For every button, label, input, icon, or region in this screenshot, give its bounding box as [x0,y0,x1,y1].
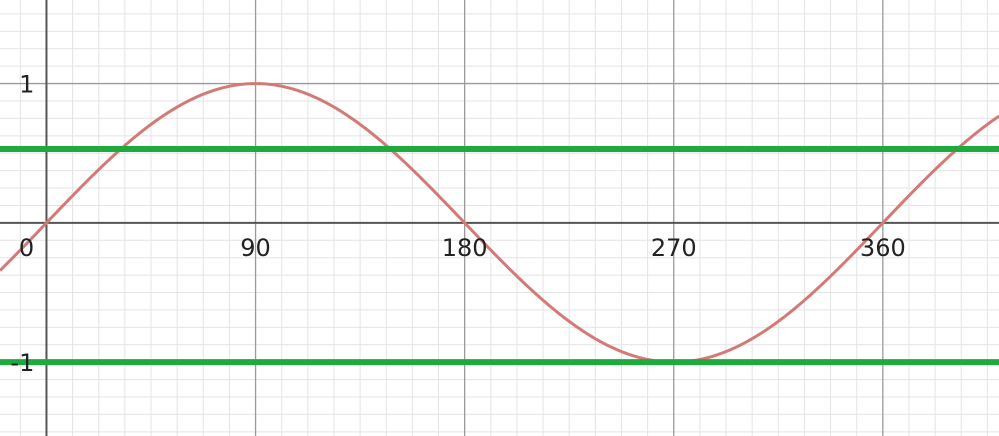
series-layer [0,82,999,366]
tick-labels: 0 90 180 270 360 1 -1 [11,71,906,378]
sine-curve [0,82,999,364]
x-tick-label: 180 [442,234,488,262]
x-tick-label: 270 [651,234,697,262]
x-tick-label: 360 [860,234,906,262]
y-tick-label: 1 [19,71,34,99]
x-tick-label: 0 [19,234,34,262]
y-tick-label: -1 [11,349,35,377]
x-tick-label: 90 [240,234,271,262]
